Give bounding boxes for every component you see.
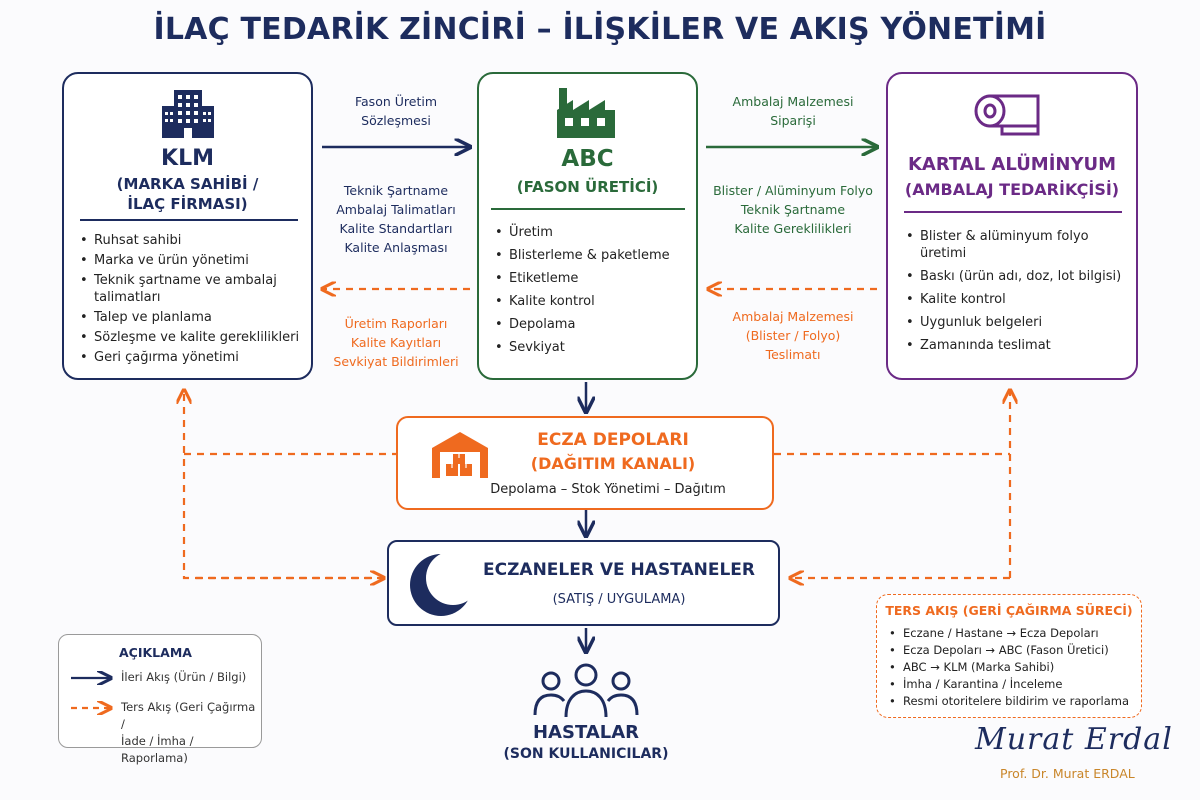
kartal-title: KARTAL ALÜMİNYUM [907,154,1117,175]
list-item: İmha / Karantina / İnceleme [889,676,1139,693]
klm-title: KLM [161,146,214,171]
abc-divider [491,208,685,210]
klm-subtitle-line1: (MARKA SAHİBİ / [116,175,259,193]
legend-forward-arrow [71,671,115,685]
foil-roll-icon [972,92,1042,140]
legend-reverse-label: Ters Akış (Geri Çağırma / İade / İmha / … [121,699,261,767]
list-item: Etiketleme [495,270,695,287]
kartal-box: KARTAL ALÜMİNYUM (AMBALAJ TEDARİKÇİSİ) B… [886,72,1138,380]
list-item: Zamanında teslimat [906,337,1136,354]
reverse-flow-list: Eczane / Hastane → Ecza Depoları Ecza De… [889,625,1139,710]
list-item: Kalite kontrol [906,291,1136,308]
flow-text-line: Kalite Anlaşması [344,240,448,255]
flow-text-line: Teslimatı [765,347,821,362]
legend-reverse-line2: İade / İmha / Raporlama) [121,734,194,765]
list-item: Sözleşme ve kalite gereklilikleri [80,329,305,346]
flow-text-line: Teknik Şartname [343,183,449,198]
legend-forward-label: İleri Akış (Ürün / Bilgi) [121,670,247,684]
ecza-depolari-box: ECZA DEPOLARI (DAĞITIM KANALI) Depolama … [396,416,774,510]
klm-subtitle-line2: İLAÇ FİRMASI) [127,195,248,213]
list-item: Teknik şartname ve ambalaj talimatları [80,272,305,306]
flow-text-line: Kalite Kayıtları [350,335,442,350]
kartal-divider [904,211,1122,213]
list-item: Ecza Depoları → ABC (Fason Üretici) [889,642,1139,659]
warehouse-icon [430,428,490,484]
ecza-desc: Depolama – Stok Yönetimi – Dağıtım [490,482,726,497]
klm-list: Ruhsat sahibi Marka ve ürün yönetimi Tek… [80,232,305,366]
flow-text-line: Sevkiyat Bildirimleri [333,354,459,369]
reverse-loop-left [184,390,384,580]
signature: Murat Erdal [975,722,1173,757]
flow-text-line: Kalite Standartları [339,221,453,236]
legend-title: AÇIKLAMA [119,645,192,660]
hastalar-title: HASTALAR [532,722,640,743]
flow-text-line: Teknik Şartname [740,202,846,217]
list-item: Uygunluk belgeleri [906,314,1136,331]
legend-reverse-arrow [71,701,115,715]
list-item: Ruhsat sahibi [80,232,305,249]
eczaneler-subtitle: (SATIŞ / UYGULAMA) [552,592,686,607]
flow-text-line: Kalite Gereklilikleri [734,221,852,236]
kartal-subtitle: (AMBALAJ TEDARİKÇİSİ) [904,180,1120,199]
list-item: Blister & alüminyum folyo üretimi [906,228,1136,262]
flow-text-line: Blister / Alüminyum Folyo [713,183,873,198]
abc-title: ABC [561,146,614,172]
list-item: Sevkiyat [495,339,695,356]
crescent-icon [407,550,480,624]
reverse-flow-box: TERS AKIŞ (GERİ ÇAĞIRMA SÜRECİ) Eczane /… [876,594,1142,718]
author-name: Prof. Dr. Murat ERDAL [1000,766,1135,781]
list-item: Blisterleme & paketleme [495,247,695,264]
legend-reverse-line1: Ters Akış (Geri Çağırma / [121,700,256,731]
flow-text-line: Ambalaj Malzemesi [732,94,854,109]
abc-box: ABC (FASON ÜRETİCİ) Üretim Blisterleme &… [477,72,698,380]
eczaneler-box: ECZANELER VE HASTANELER (SATIŞ / UYGULAM… [387,540,780,626]
people-group-icon [531,659,641,725]
abc-klm-reports-label: Üretim Raporları Kalite Kayıtları Sevkiy… [318,314,474,371]
list-item: Geri çağırma yönetimi [80,349,305,366]
list-item: Depolama [495,316,695,333]
eczaneler-title: ECZANELER VE HASTANELER [483,560,755,580]
flow-text-line: Üretim Raporları [344,316,448,331]
list-item: ABC → KLM (Marka Sahibi) [889,659,1139,676]
list-item: Kalite kontrol [495,293,695,310]
reverse-flow-title: TERS AKIŞ (GERİ ÇAĞIRMA SÜRECİ) [885,603,1133,618]
list-item-text: Teknik şartname ve ambalaj [94,273,277,288]
flow-text-line: (Blister / Folyo) [745,328,841,343]
list-item: Üretim [495,224,695,241]
flow-text-line: Fason Üretim [354,94,437,109]
office-building-icon [160,84,216,144]
klm-box: KLM (MARKA SAHİBİ / İLAÇ FİRMASI) Ruhsat… [62,72,313,380]
list-item: Baskı (ürün adı, doz, lot bilgisi) [906,268,1136,285]
list-item: Resmi otoritelere bildirim ve raporlama [889,693,1139,710]
legend-box: AÇIKLAMA İleri Akış (Ürün / Bilgi) Ters … [58,634,262,765]
factory-icon [555,84,617,144]
list-item: Talep ve planlama [80,309,305,326]
abc-subtitle: (FASON ÜRETİCİ) [516,178,659,196]
list-item-text-cont: talimatları [94,290,161,305]
klm-abc-specs-label: Teknik Şartname Ambalaj Talimatları Kali… [318,181,474,257]
kartal-list: Blister & alüminyum folyo üretimi Baskı … [906,228,1136,354]
ecza-subtitle: (DAĞITIM KANALI) [530,454,696,473]
page-title: İLAÇ TEDARİK ZİNCİRİ – İLİŞKİLER VE AKIŞ… [153,12,1047,47]
flow-text-line: Sözleşmesi [361,113,431,128]
hastalar-subtitle: (SON KULLANICILAR) [503,746,669,762]
abc-kartal-order-label: Ambalaj Malzemesi Siparişi [708,92,878,130]
klm-abc-contract-label: Fason Üretim Sözleşmesi [322,92,470,130]
abc-list: Üretim Blisterleme & paketleme Etiketlem… [495,224,695,356]
kartal-abc-delivery-label: Ambalaj Malzemesi (Blister / Folyo) Tesl… [708,307,878,364]
flow-text-line: Ambalaj Talimatları [336,202,456,217]
klm-divider [80,219,298,221]
flow-text-line: Ambalaj Malzemesi [732,309,854,324]
list-item: Marka ve ürün yönetimi [80,252,305,269]
list-item: Eczane / Hastane → Ecza Depoları [889,625,1139,642]
abc-kartal-specs-label: Blister / Alüminyum Folyo Teknik Şartnam… [702,181,884,238]
ecza-title: ECZA DEPOLARI [537,430,689,450]
flow-text-line: Siparişi [770,113,816,128]
